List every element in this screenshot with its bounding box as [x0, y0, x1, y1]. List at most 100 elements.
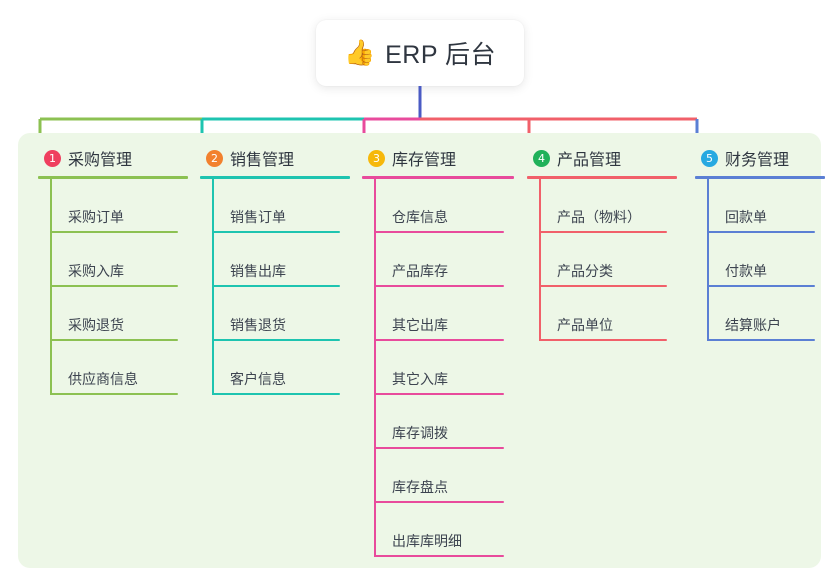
- leaf-label: 采购订单: [68, 209, 124, 225]
- leaf-node[interactable]: 产品（物料）: [527, 179, 677, 233]
- leaf-node[interactable]: 采购订单: [38, 179, 188, 233]
- leaf-rule: [50, 339, 178, 341]
- branch-column-4: 4 产品管理产品（物料） 产品分类产品单位: [527, 145, 677, 341]
- leaf-label: 其它出库: [392, 317, 448, 333]
- branch-title-3: 库存管理: [392, 152, 457, 169]
- leaf-node[interactable]: 其它入库: [362, 341, 514, 395]
- branch-items-3: 仓库信息产品库存其它出库其它入库库存调拨库存盘点出库库明细: [362, 179, 514, 557]
- branch-column-2: 2 销售管理销售订单销售出库销售退货客户信息: [200, 145, 350, 395]
- branch-title-1: 采购管理: [68, 152, 133, 169]
- branch-header-3[interactable]: 3 库存管理: [362, 145, 514, 171]
- branch-column-5: 5 财务管理回款单付款单结算账户: [695, 145, 825, 341]
- leaf-rule: [707, 231, 815, 233]
- branch-rule-3: [362, 176, 514, 179]
- leaf-label: 产品（物料）: [557, 209, 641, 225]
- leaf-label: 供应商信息: [68, 371, 138, 387]
- branch-header-5[interactable]: 5 财务管理: [695, 145, 825, 171]
- leaf-rule: [50, 285, 178, 287]
- branch-spine-4: [539, 179, 541, 341]
- branch-badge-4: 4: [533, 149, 550, 167]
- leaf-node[interactable]: 客户信息: [200, 341, 350, 395]
- leaf-label: 出库库明细: [392, 533, 462, 549]
- leaf-node[interactable]: 其它出库: [362, 287, 514, 341]
- branch-badge-3: 3: [368, 149, 385, 167]
- leaf-node[interactable]: 付款单: [695, 233, 825, 287]
- branch-rule-2: [200, 176, 350, 179]
- branch-items-4: 产品（物料） 产品分类产品单位: [527, 179, 677, 341]
- leaf-node[interactable]: 供应商信息: [38, 341, 188, 395]
- branches-panel: [18, 133, 821, 568]
- leaf-rule: [539, 339, 667, 341]
- root-node[interactable]: 👍 ERP 后台: [316, 20, 524, 86]
- leaf-label: 付款单: [725, 263, 767, 279]
- leaf-node[interactable]: 销售退货: [200, 287, 350, 341]
- leaf-rule: [50, 231, 178, 233]
- branch-header-4[interactable]: 4 产品管理: [527, 145, 677, 171]
- leaf-label: 产品单位: [557, 317, 613, 333]
- leaf-node[interactable]: 销售订单: [200, 179, 350, 233]
- branch-rule-4: [527, 176, 677, 179]
- leaf-rule: [212, 339, 340, 341]
- leaf-rule: [50, 393, 178, 395]
- branch-rule-5: [695, 176, 825, 179]
- branch-items-1: 采购订单采购入库采购退货供应商信息: [38, 179, 188, 395]
- leaf-rule: [539, 285, 667, 287]
- leaf-label: 销售订单: [230, 209, 286, 225]
- branch-rule-1: [38, 176, 188, 179]
- leaf-label: 销售出库: [230, 263, 286, 279]
- leaf-label: 产品库存: [392, 263, 448, 279]
- leaf-node[interactable]: 销售出库: [200, 233, 350, 287]
- leaf-label: 结算账户: [725, 317, 781, 333]
- leaf-node[interactable]: 产品分类: [527, 233, 677, 287]
- leaf-rule: [212, 285, 340, 287]
- leaf-node[interactable]: 出库库明细: [362, 503, 514, 557]
- leaf-label: 其它入库: [392, 371, 448, 387]
- branch-spine-3: [374, 179, 376, 557]
- leaf-node[interactable]: 回款单: [695, 179, 825, 233]
- leaf-rule: [374, 231, 504, 233]
- leaf-node[interactable]: 采购入库: [38, 233, 188, 287]
- leaf-label: 采购入库: [68, 263, 124, 279]
- leaf-rule: [374, 285, 504, 287]
- branch-items-2: 销售订单销售出库销售退货客户信息: [200, 179, 350, 395]
- leaf-label: 客户信息: [230, 371, 286, 387]
- leaf-rule: [374, 447, 504, 449]
- branch-title-4: 产品管理: [557, 152, 622, 169]
- leaf-rule: [212, 393, 340, 395]
- leaf-node[interactable]: 结算账户: [695, 287, 825, 341]
- branch-column-1: 1 采购管理采购订单采购入库采购退货供应商信息: [38, 145, 188, 395]
- branch-spine-1: [50, 179, 52, 395]
- branch-title-2: 销售管理: [230, 152, 295, 169]
- leaf-rule: [374, 339, 504, 341]
- leaf-node[interactable]: 产品库存: [362, 233, 514, 287]
- leaf-node[interactable]: 库存调拨: [362, 395, 514, 449]
- branch-badge-5: 5: [701, 149, 718, 167]
- leaf-label: 仓库信息: [392, 209, 448, 225]
- leaf-label: 产品分类: [557, 263, 613, 279]
- leaf-node[interactable]: 仓库信息: [362, 179, 514, 233]
- leaf-rule: [374, 393, 504, 395]
- branch-items-5: 回款单付款单结算账户: [695, 179, 825, 341]
- leaf-label: 库存盘点: [392, 479, 448, 495]
- thumbs-up-icon: 👍: [343, 38, 376, 67]
- branch-title-5: 财务管理: [725, 152, 790, 169]
- leaf-label: 库存调拨: [392, 425, 448, 441]
- branch-badge-1: 1: [44, 149, 61, 167]
- leaf-rule: [374, 555, 504, 557]
- leaf-rule: [212, 231, 340, 233]
- branch-badge-2: 2: [206, 149, 223, 167]
- branch-header-2[interactable]: 2 销售管理: [200, 145, 350, 171]
- branch-spine-5: [707, 179, 709, 341]
- branch-spine-2: [212, 179, 214, 395]
- leaf-rule: [539, 231, 667, 233]
- leaf-node[interactable]: 库存盘点: [362, 449, 514, 503]
- leaf-rule: [707, 285, 815, 287]
- leaf-label: 回款单: [725, 209, 767, 225]
- leaf-node[interactable]: 采购退货: [38, 287, 188, 341]
- branch-header-1[interactable]: 1 采购管理: [38, 145, 188, 171]
- leaf-label: 销售退货: [230, 317, 286, 333]
- leaf-node[interactable]: 产品单位: [527, 287, 677, 341]
- leaf-rule: [707, 339, 815, 341]
- root-node-label: ERP 后台: [385, 41, 497, 69]
